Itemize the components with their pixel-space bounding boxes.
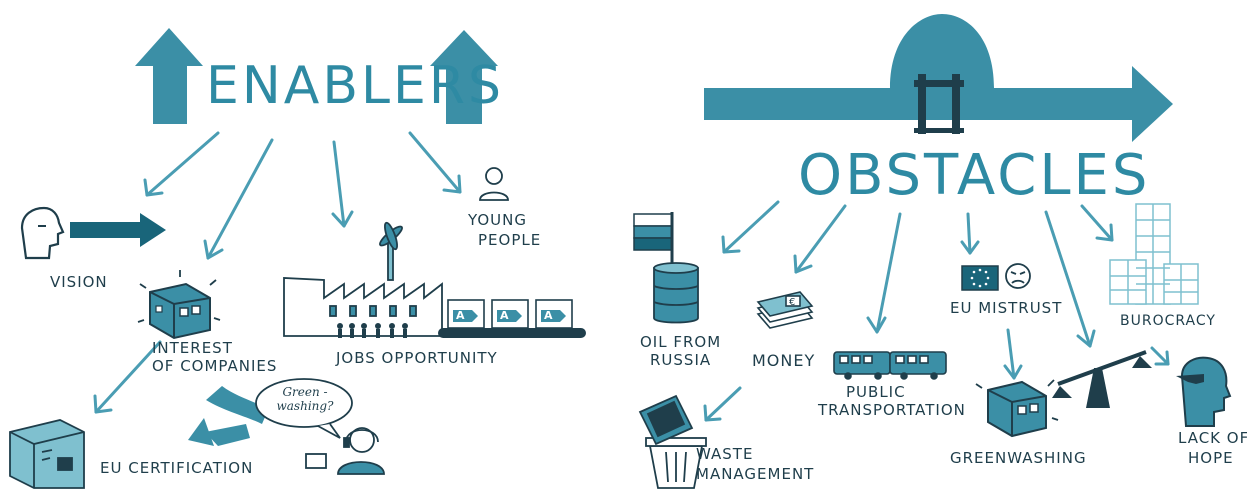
oil-barrel-icon <box>653 262 699 324</box>
waste-label-line2: MANAGEMENT <box>696 465 815 483</box>
certified-product-box-icon <box>9 419 85 489</box>
redirect-arrow-icon <box>188 386 268 446</box>
money-stack-icon <box>756 291 814 329</box>
young-person-icon <box>479 167 509 201</box>
arrow-scale-to-hope-icon <box>1150 346 1170 366</box>
head-profile-icon <box>20 206 65 260</box>
arrow-to-greenwashing-icon <box>1003 328 1023 380</box>
arrow-to-interest-icon <box>203 138 274 260</box>
blocked-arrow-icon <box>704 14 1173 142</box>
interest-label-line1: INTEREST <box>152 339 233 357</box>
young-label-line2: PEOPLE <box>478 231 542 249</box>
interest-label-line2: OF COMPANIES <box>152 357 278 375</box>
money-label: MONEY <box>752 351 816 370</box>
angry-face-icon <box>1005 263 1031 289</box>
arrow-to-jobs-icon <box>331 140 354 228</box>
lack-of-hope-label-line2: HOPE <box>1188 449 1234 467</box>
up-arrow-right-icon <box>430 30 498 124</box>
arrow-to-young-icon <box>408 131 462 194</box>
lack-of-hope-label-line1: LACK OF <box>1178 429 1247 447</box>
office-cube-2-icon <box>975 379 1059 438</box>
arrow-to-oil-icon <box>721 200 780 254</box>
young-label-line1: YOUNG <box>468 211 527 229</box>
arrow-to-vision-icon <box>143 131 220 197</box>
obstacles-heading: OBSTACLES <box>798 143 1151 208</box>
greenwashing-bubble-line1: Green - <box>282 385 328 399</box>
scale-icon <box>1052 350 1152 408</box>
arrow-to-money-icon <box>793 204 847 274</box>
enablers-heading: ENABLERS <box>206 56 504 116</box>
arrow-to-waste-icon <box>703 386 742 422</box>
arrow-to-eu-mistrust-icon <box>960 212 980 255</box>
conveyor-belt-icon <box>438 299 586 338</box>
public-label-line2: TRANSPORTATION <box>818 401 966 419</box>
eu-certification-label: EU CERTIFICATION <box>100 459 254 477</box>
trash-bin-icon <box>638 394 707 489</box>
up-arrow-left-icon <box>135 28 203 124</box>
burocracy-label: BUROCRACY <box>1120 313 1216 329</box>
euro-symbol: € <box>789 297 795 308</box>
barrier-gate-icon <box>914 74 964 134</box>
buses-icon <box>833 351 947 380</box>
arrow-to-transport-icon <box>866 212 902 334</box>
energy-label-a-3: A <box>544 309 553 322</box>
oil-label-line2: RUSSIA <box>650 351 712 369</box>
oil-label-line1: OIL FROM <box>640 333 722 351</box>
energy-label-a-1: A <box>456 309 465 322</box>
vision-label: VISION <box>50 273 108 291</box>
russia-flag-icon <box>633 212 674 270</box>
jobs-label: JOBS OPPORTUNITY <box>336 349 498 367</box>
office-buildings-icon <box>1109 203 1199 305</box>
greenwashing-label: GREENWASHING <box>950 449 1087 467</box>
arrow-to-eu-cert-icon <box>93 340 162 414</box>
speech-bubble-icon <box>255 378 353 439</box>
energy-label-a-2: A <box>500 309 509 322</box>
arrow-to-burocracy-icon <box>1080 204 1114 242</box>
public-label-line1: PUBLIC <box>846 383 906 401</box>
vision-arrow-icon <box>70 213 166 247</box>
greenwashing-bubble-line2: washing? <box>276 399 334 413</box>
eu-flag-icon <box>961 265 999 291</box>
call-agent-icon <box>305 427 385 475</box>
waste-label-line1: WASTE <box>696 445 754 463</box>
eu-mistrust-label: EU MISTRUST <box>950 299 1063 317</box>
factory-icon <box>283 221 443 337</box>
office-cube-icon <box>137 270 221 340</box>
workers-icon <box>337 323 408 338</box>
arrow-to-lack-of-hope-icon <box>1044 210 1096 348</box>
sad-head-sunglasses-icon <box>1176 356 1232 427</box>
